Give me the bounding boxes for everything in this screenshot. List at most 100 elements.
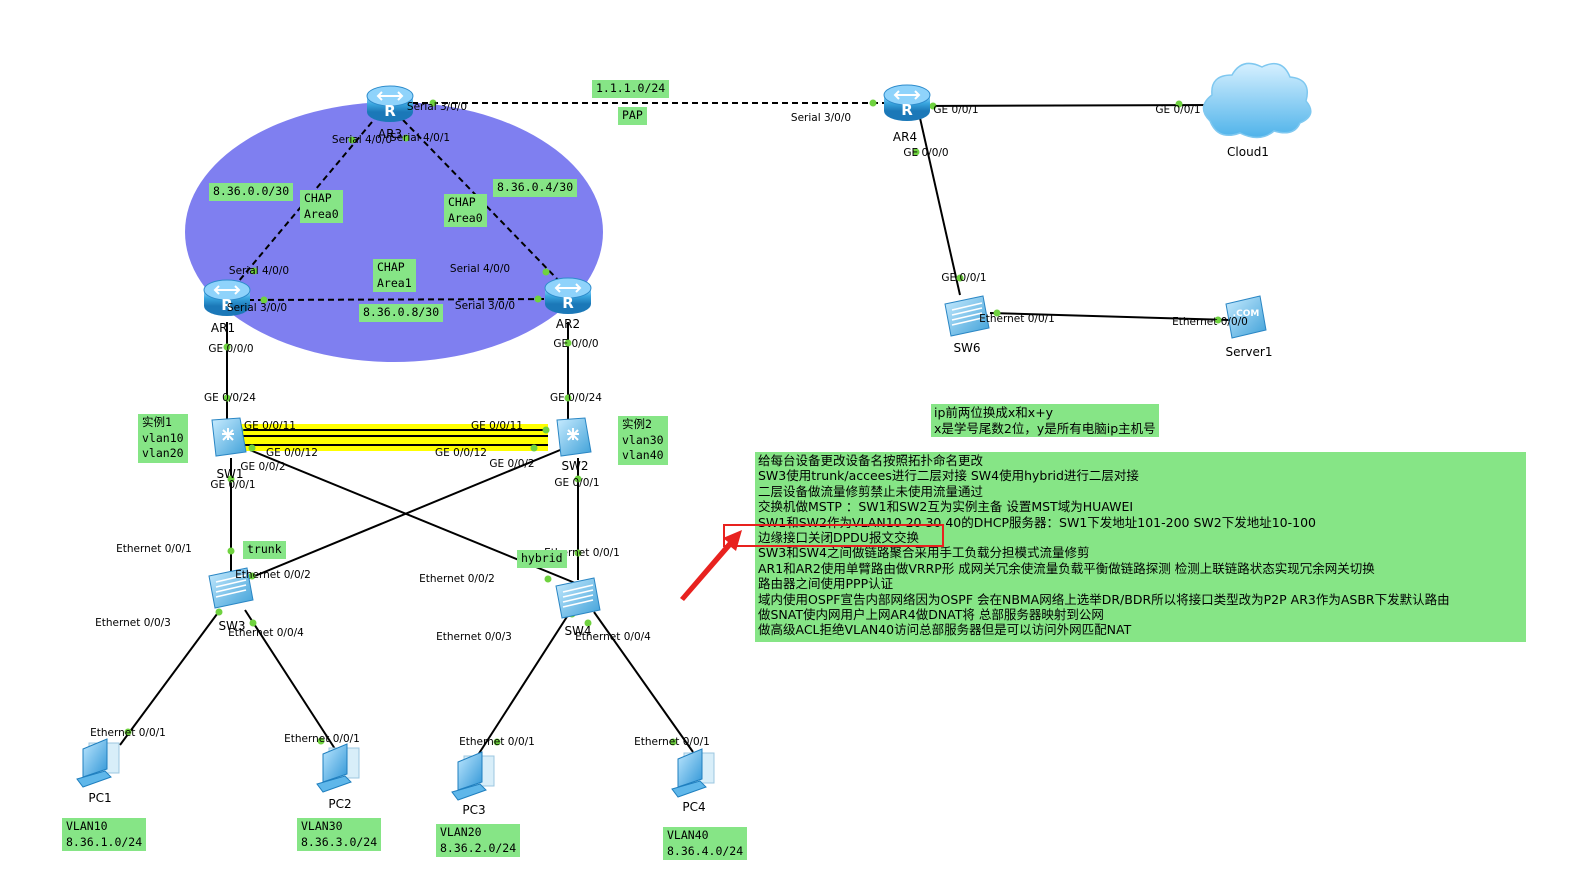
port-label-ar2_s300: Serial 3/0/0 bbox=[455, 300, 515, 312]
port-label-ar1_s400: Serial 4/0/0 bbox=[229, 265, 289, 277]
note-line: 交换机做MSTP ：SW1和SW2互为实例主备 设置MST域为HUAWEI bbox=[758, 499, 1134, 515]
sw3-name: SW3 bbox=[218, 619, 245, 633]
port-dot bbox=[249, 619, 257, 627]
subnet-ar1-ar3-label: 8.36.0.0/30 bbox=[209, 183, 294, 201]
device-sw6[interactable]: SW6 bbox=[944, 295, 990, 355]
port-label-ar3_s401: Serial 4/0/1 bbox=[390, 132, 450, 144]
port-dot bbox=[223, 343, 231, 351]
link-sw3-pc1 bbox=[119, 609, 221, 746]
link-sw2-sw3 bbox=[244, 447, 566, 581]
server-badge: .COM bbox=[1233, 309, 1260, 319]
port-dot bbox=[227, 475, 235, 483]
port-label-pc2_e001: Ethernet 0/0/1 bbox=[284, 733, 360, 745]
port-label-sw1_ge0012: GE 0/0/12 bbox=[266, 447, 318, 459]
device-sw2[interactable]: SW2 bbox=[556, 417, 592, 473]
port-dot bbox=[493, 738, 501, 746]
port-dot bbox=[956, 274, 964, 282]
router-icon: R bbox=[203, 279, 251, 316]
device-pc3[interactable]: PC3 bbox=[451, 751, 495, 817]
device-pc4[interactable]: PC4 bbox=[671, 748, 715, 814]
device-sw1[interactable]: SW1 bbox=[211, 417, 247, 481]
port-dot bbox=[669, 738, 677, 746]
router-icon: R bbox=[883, 84, 931, 121]
note-line: 做SNAT使内网用户上网AR4做DNAT将 总部服务器映射到公网 bbox=[758, 607, 1104, 623]
ar2-name: AR2 bbox=[556, 317, 580, 331]
svg-text:R: R bbox=[384, 102, 396, 120]
port-label-sw4_e003: Ethernet 0/0/3 bbox=[436, 631, 512, 643]
port-label-sw1_ge001: GE 0/0/1 bbox=[210, 479, 255, 491]
port-dot bbox=[124, 728, 132, 736]
link-ar4-sw6 bbox=[919, 117, 961, 296]
port-label-sw3_e003: Ethernet 0/0/3 bbox=[95, 617, 171, 629]
link-ar1-ar2 bbox=[247, 298, 556, 301]
pc-icon bbox=[671, 748, 715, 798]
port-label-ar1_s300: Serial 3/0/0 bbox=[227, 302, 287, 314]
port-dot bbox=[534, 295, 542, 303]
port-label-sw1_ge0024: GE 0/0/24 bbox=[204, 392, 256, 404]
port-dot bbox=[227, 547, 235, 555]
note-line: 边缘接口关闭DPDU报文交换 bbox=[758, 530, 919, 546]
eth-trunk bbox=[236, 424, 548, 451]
router-icon: R bbox=[366, 85, 414, 122]
port-dot bbox=[542, 426, 550, 434]
router-icon: R bbox=[544, 277, 592, 314]
cloud-icon bbox=[1202, 62, 1312, 139]
device-ar1[interactable]: R AR1 bbox=[203, 279, 251, 335]
port-label-ar3_s400: Serial 4/0/0 bbox=[332, 134, 392, 146]
port-dot bbox=[544, 575, 552, 583]
ar1-name: AR1 bbox=[211, 321, 235, 335]
link-sw4-pc4 bbox=[593, 611, 694, 753]
port-dot bbox=[260, 296, 268, 304]
port-dot bbox=[248, 572, 256, 580]
port-label-ar4_ge001: GE 0/0/1 bbox=[933, 104, 978, 116]
note-line: 做高级ACL拒绝VLAN40访问总部服务器但是可以访问外网匹配NAT bbox=[758, 622, 1132, 638]
port-label-pc1_e001: Ethernet 0/0/1 bbox=[90, 727, 166, 739]
port-label-ar2_ge000: GE 0/0/0 bbox=[553, 338, 598, 350]
svg-text:R: R bbox=[901, 101, 913, 119]
device-sw3[interactable]: SW3 bbox=[208, 567, 254, 633]
wan-subnet-label: 1.1.1.0/24 bbox=[592, 80, 670, 98]
svg-text:R: R bbox=[221, 296, 233, 314]
svg-text:R: R bbox=[562, 294, 574, 312]
port-dot bbox=[1175, 100, 1183, 108]
pc3-name: PC3 bbox=[462, 803, 485, 817]
port-dot bbox=[993, 309, 1001, 317]
device-server1[interactable]: .COM Server1 bbox=[1225, 295, 1273, 359]
device-pc1[interactable]: PC1 bbox=[76, 738, 120, 805]
port-dot bbox=[530, 444, 538, 452]
device-ar2[interactable]: R AR2 bbox=[544, 277, 592, 331]
ar4-name: AR4 bbox=[893, 130, 917, 144]
port-dot bbox=[564, 394, 572, 402]
server1-name: Server1 bbox=[1226, 345, 1273, 359]
pap-label: PAP bbox=[618, 107, 647, 125]
port-label-sw2_ge001: GE 0/0/1 bbox=[554, 477, 599, 489]
port-label-sw3_e004: Ethernet 0/0/4 bbox=[228, 627, 304, 639]
port-label-ar3_s300: Serial 3/0/0 bbox=[407, 101, 467, 113]
link-ar4-cloud bbox=[919, 104, 1213, 107]
pc-icon bbox=[451, 751, 495, 801]
switch-icon bbox=[555, 577, 601, 619]
device-pc2[interactable]: PC2 bbox=[316, 743, 360, 811]
port-dot bbox=[250, 267, 258, 275]
sw2-name: SW2 bbox=[561, 459, 588, 473]
device-cloud1[interactable]: Cloud1 bbox=[1202, 62, 1312, 159]
port-dot bbox=[1214, 316, 1222, 324]
port-dot bbox=[215, 608, 223, 616]
port-dot bbox=[574, 549, 582, 557]
pc1-name: PC1 bbox=[88, 791, 111, 805]
port-dot bbox=[584, 619, 592, 627]
device-ar4[interactable]: R AR4 bbox=[883, 84, 931, 144]
subnet-ar1-ar2-label: 8.36.0.8/30 bbox=[359, 304, 444, 322]
port-label-ar2_s400: Serial 4/0/0 bbox=[450, 263, 510, 275]
note-line: AR1和AR2使用单臂路由做VRRP形 成网关冗余使流量负载平衡做链路探测 检测… bbox=[758, 560, 1375, 576]
device-sw4[interactable]: SW4 bbox=[555, 577, 601, 638]
pc2-name: PC2 bbox=[328, 797, 351, 811]
highlight-arrow bbox=[680, 530, 742, 601]
port-label-sw3_e002: Ethernet 0/0/2 bbox=[235, 569, 311, 581]
port-label-sw2_ge002: GE 0/0/2 bbox=[489, 458, 534, 470]
